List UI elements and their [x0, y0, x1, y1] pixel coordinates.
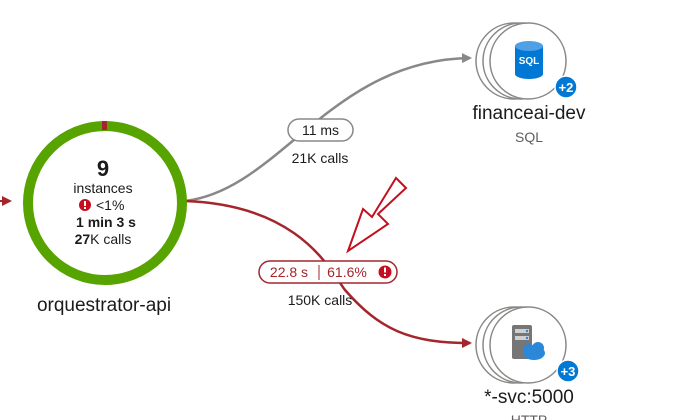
- cloud-server-icon: [512, 325, 545, 360]
- error-icon: [378, 265, 392, 279]
- edge-http-label[interactable]: 22.8 s 61.6%: [258, 260, 398, 284]
- node-svc-5000[interactable]: +3: [475, 306, 580, 384]
- http-count-badge: +3: [556, 359, 580, 383]
- node-orquestrator-api[interactable]: 9 instances <1% 1 min 3 s 27K calls: [23, 121, 187, 285]
- edge-sql-duration: 11 ms: [302, 122, 339, 138]
- failure-rate: <1%: [96, 197, 124, 213]
- sql-icon-label: SQL: [519, 56, 540, 67]
- edge-sql-label[interactable]: 11 ms: [287, 118, 354, 142]
- edge-http-calls: 150K calls: [288, 292, 353, 308]
- edge-http-duration: 22.8 s: [270, 264, 308, 280]
- duration: 1 min 3 s: [76, 214, 136, 230]
- annotation-arrow-icon: [346, 176, 408, 254]
- incoming-edge[interactable]: [0, 196, 12, 206]
- node-type-http: HTTP: [511, 412, 548, 420]
- instances-count: 9: [97, 156, 109, 181]
- failure-error-icon: [79, 199, 91, 211]
- calls-count: 27K calls: [75, 231, 132, 247]
- node-name-orquestrator-api: orquestrator-api: [37, 295, 171, 316]
- sql-count-badge: +2: [554, 75, 578, 99]
- failure-segment: [102, 121, 107, 130]
- node-name-financeai-dev: financeai-dev: [472, 103, 586, 124]
- edge-to-http[interactable]: [184, 199, 472, 348]
- edge-http-failure-rate: 61.6%: [327, 264, 367, 280]
- sql-database-icon: SQL: [515, 41, 543, 79]
- node-financeai-dev[interactable]: SQL +2: [475, 22, 578, 100]
- node-type-sql: SQL: [515, 129, 543, 145]
- node-name-svc-5000: *-svc:5000: [484, 387, 574, 408]
- calls-number: 27: [75, 231, 91, 247]
- instances-label: instances: [73, 180, 132, 196]
- sql-badge-text: +2: [559, 80, 574, 95]
- edge-sql-calls: 21K calls: [292, 150, 349, 166]
- calls-unit: K calls: [90, 231, 131, 247]
- http-badge-text: +3: [561, 364, 576, 379]
